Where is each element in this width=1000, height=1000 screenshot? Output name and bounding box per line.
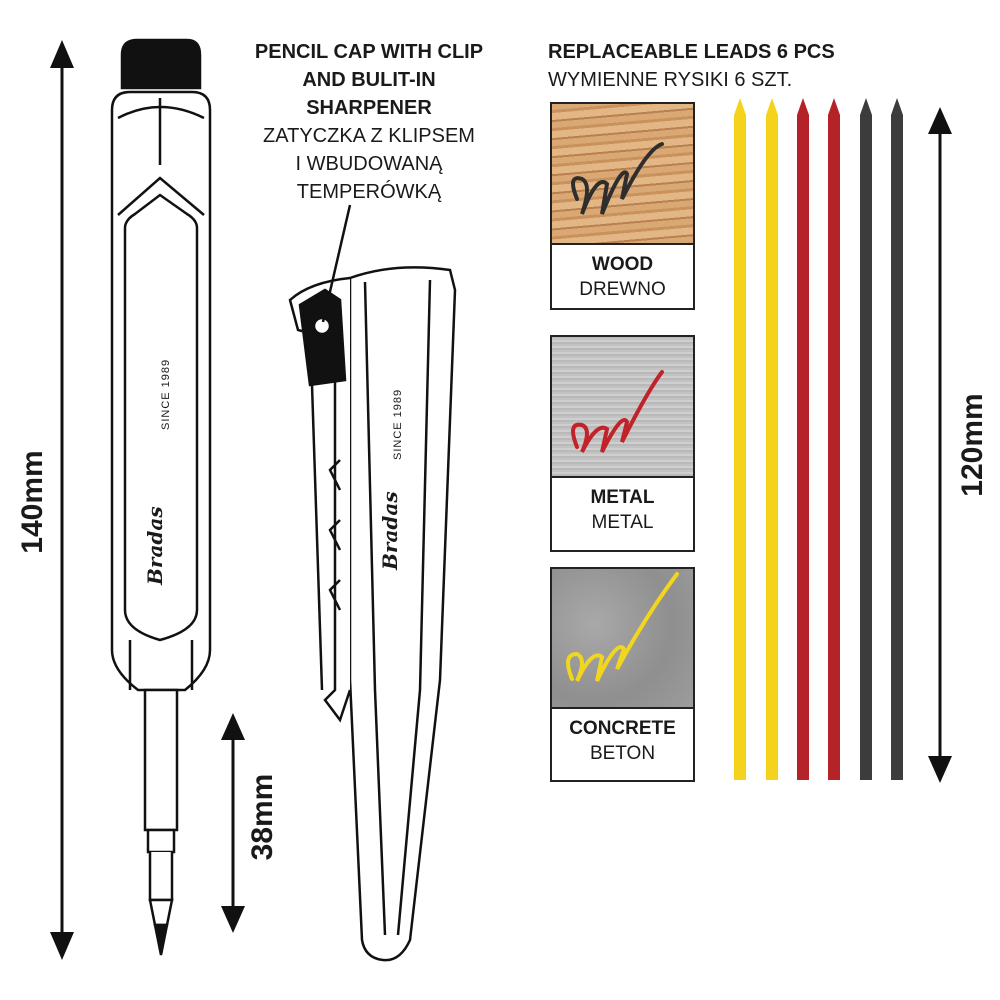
pencil-since-text: SINCE 1989	[160, 358, 172, 430]
surface-wood: WOOD DREWNO	[550, 102, 695, 310]
callout-line	[321, 204, 352, 323]
surface-name: WOOD	[591, 254, 654, 275]
concrete-texture	[552, 569, 693, 707]
cap-callout: PENCIL CAP WITH CLIP AND BULIT-IN SHARPE…	[228, 38, 510, 206]
lead-2	[766, 98, 778, 780]
surface-name-pl: DREWNO	[579, 279, 666, 300]
dimension-label-120mm: 120mm	[956, 393, 989, 497]
metal-texture	[552, 337, 693, 476]
surface-name: CONCRETE	[569, 718, 676, 739]
cap-subtitle-line: ZATYCZKA Z KLIPSEM	[263, 125, 475, 147]
lead-4	[828, 98, 840, 780]
brand-logo: Bradas	[143, 506, 167, 585]
dimension-label-140mm: 140mm	[16, 450, 49, 554]
cap-title-line: PENCIL CAP WITH CLIP	[254, 41, 484, 63]
pencil-cap-with-clip	[288, 266, 457, 962]
surface-concrete: CONCRETE BETON	[550, 567, 695, 782]
lead-extension-arrow	[221, 713, 245, 933]
leads-heading: REPLACEABLE LEADS 6 PCS WYMIENNE RYSIKI …	[548, 38, 835, 94]
leads-subtitle: WYMIENNE RYSIKI 6 SZT.	[548, 69, 793, 91]
cap-title-line: SHARPENER	[306, 97, 432, 119]
lead-length-arrow	[928, 107, 952, 783]
cap-subtitle-line: TEMPERÓWKĄ	[296, 181, 442, 203]
replaceable-leads	[734, 98, 903, 780]
cap-title-line: AND BULIT-IN	[302, 69, 436, 91]
surface-name: METAL	[590, 487, 655, 508]
length-arrow-140mm	[50, 40, 74, 960]
cap-brand-logo: Bradas	[378, 491, 402, 570]
lead-1	[734, 98, 746, 780]
surface-metal: METAL METAL	[550, 335, 695, 552]
dimension-label-38mm: 38mm	[246, 773, 279, 861]
pencil-assembled	[110, 38, 212, 956]
wood-texture	[552, 104, 693, 243]
lead-5	[860, 98, 872, 780]
leads-title: REPLACEABLE LEADS 6 PCS	[548, 41, 835, 63]
cap-since-text: SINCE 1989	[392, 388, 404, 460]
lead-6	[891, 98, 903, 780]
surface-name-pl: BETON	[589, 743, 656, 764]
lead-3	[797, 98, 809, 780]
cap-subtitle-line: I WBUDOWANĄ	[295, 153, 443, 175]
surface-name-pl: METAL	[591, 512, 654, 533]
